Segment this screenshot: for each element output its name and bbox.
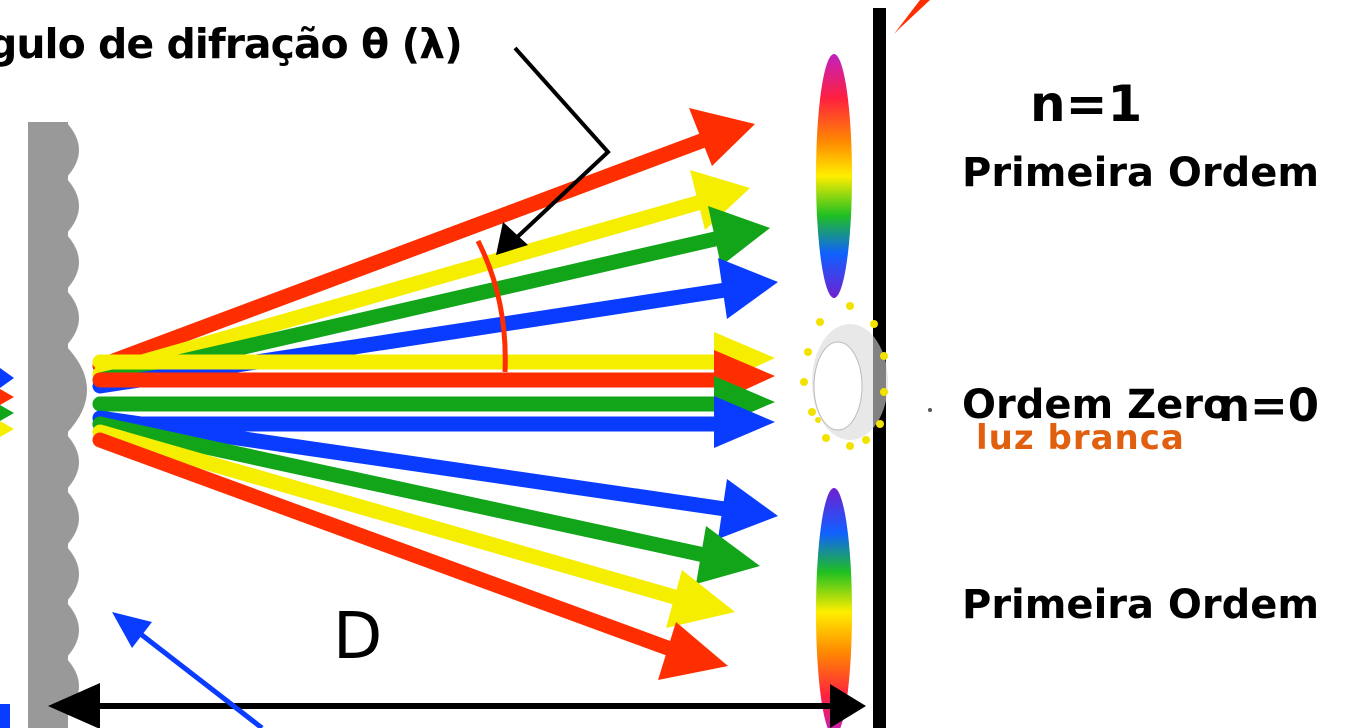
arrowhead-green-lower [696, 526, 760, 584]
ray-blue-upper [92, 281, 740, 394]
diffraction-angle-label: gulo de difração θ (λ) [0, 20, 463, 68]
first-order-top-label: Primeira Ordem [962, 150, 1320, 196]
arrowhead-blue-upper [718, 258, 778, 319]
order-n0-label: n=0 [1218, 379, 1320, 432]
arrowhead-blue-lower [718, 479, 778, 539]
ray-red-lower [92, 432, 692, 662]
arrowhead-red-upper [689, 108, 755, 166]
screen-pointer-arrow [894, 0, 930, 34]
distance-d-label: D [333, 600, 383, 674]
arrowhead-yellow-lower [666, 570, 735, 628]
ray-red-upper [92, 129, 720, 374]
first-order-spectrum-bottom [816, 488, 852, 728]
diffraction-grating [28, 122, 87, 728]
distance-arrow [48, 683, 866, 728]
zero-order-label: Ordem Zero [962, 382, 1231, 428]
angle-pointer-arrow [496, 46, 611, 255]
ray-yellow-upper [92, 192, 716, 382]
first-order-bottom-label: Primeira Ordem [962, 582, 1320, 628]
ray-green-lower [92, 416, 726, 566]
order-n1-label: n=1 [1030, 75, 1143, 133]
diffracted-rays [92, 108, 778, 680]
partial-blue-glyph [0, 704, 10, 728]
diffraction-angle-marker [475, 239, 508, 373]
grating-pointer-arrow [112, 612, 264, 728]
white-light-label: luz branca [976, 418, 1185, 458]
arrowhead-green-upper [708, 206, 770, 266]
arrowhead-red-lower [658, 622, 728, 680]
first-order-spectrum-top [816, 54, 852, 298]
incident-light-arrows [0, 368, 14, 437]
arrowhead-blue-zero [714, 396, 775, 448]
arrowhead-yellow-upper [690, 170, 750, 230]
zero-order-spot [800, 302, 932, 450]
ray-blue-lower [92, 410, 740, 518]
ray-yellow-lower [92, 424, 700, 610]
